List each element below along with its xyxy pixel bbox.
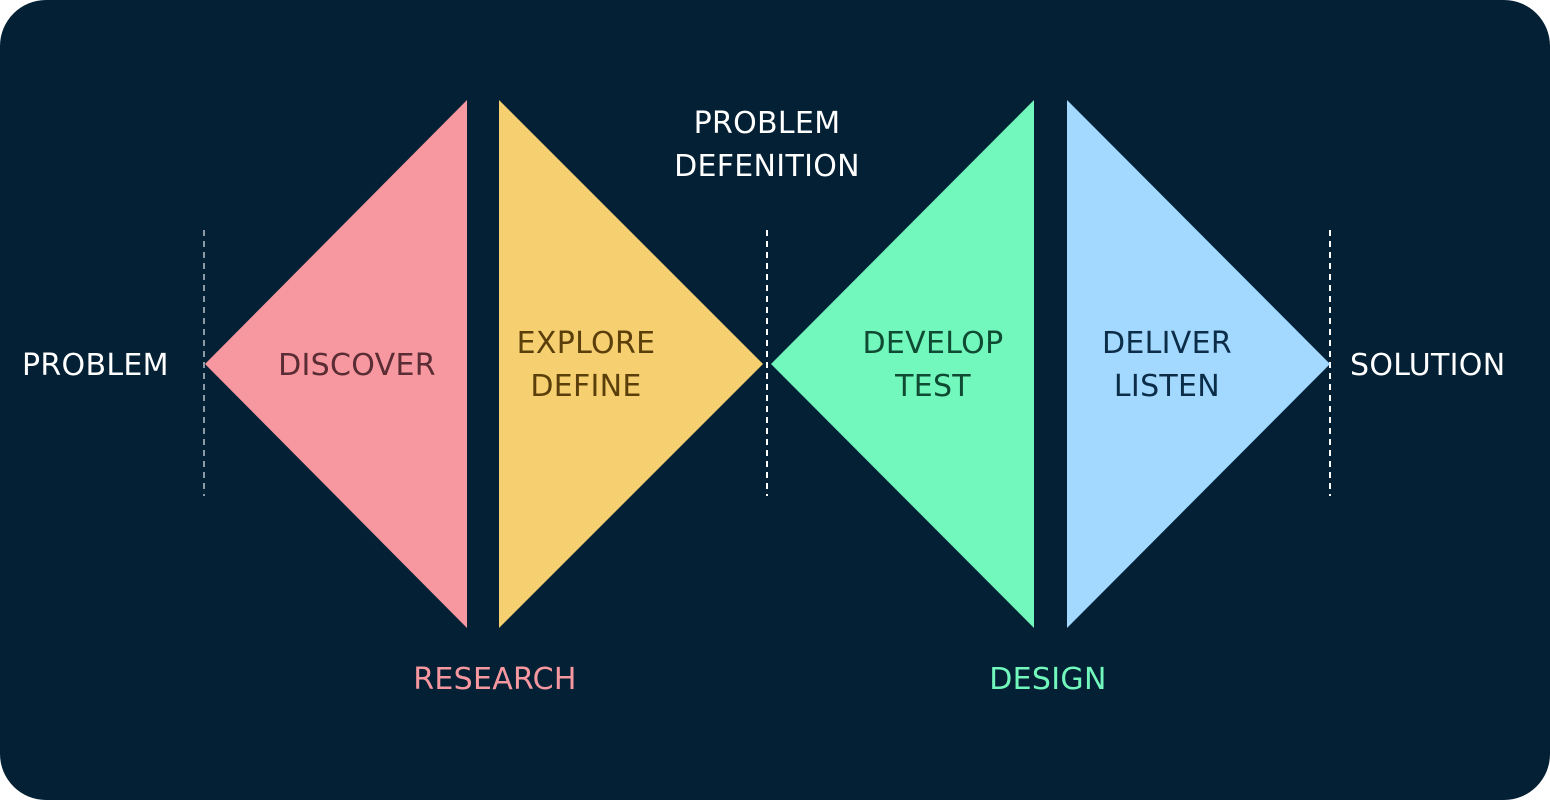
- problem-label: PROBLEM: [22, 348, 169, 383]
- define-triangle: [499, 100, 763, 628]
- problem-definition-label: PROBLEM DEFENITION: [674, 106, 860, 184]
- solution-label: SOLUTION: [1350, 348, 1506, 383]
- research-label: RESEARCH: [413, 662, 577, 697]
- deliver-listen-stage-label: DELIVER LISTEN: [1101, 326, 1233, 404]
- develop-test-stage-label: DEVELOP TEST: [862, 326, 1004, 404]
- develop-triangle: [771, 100, 1034, 628]
- deliver-triangle: [1067, 100, 1330, 628]
- design-label: DESIGN: [989, 662, 1107, 697]
- explore-define-stage-label: EXPLORE DEFINE: [516, 326, 656, 404]
- discover-triangle: [205, 100, 467, 628]
- discover-stage-label: DISCOVER: [278, 348, 436, 383]
